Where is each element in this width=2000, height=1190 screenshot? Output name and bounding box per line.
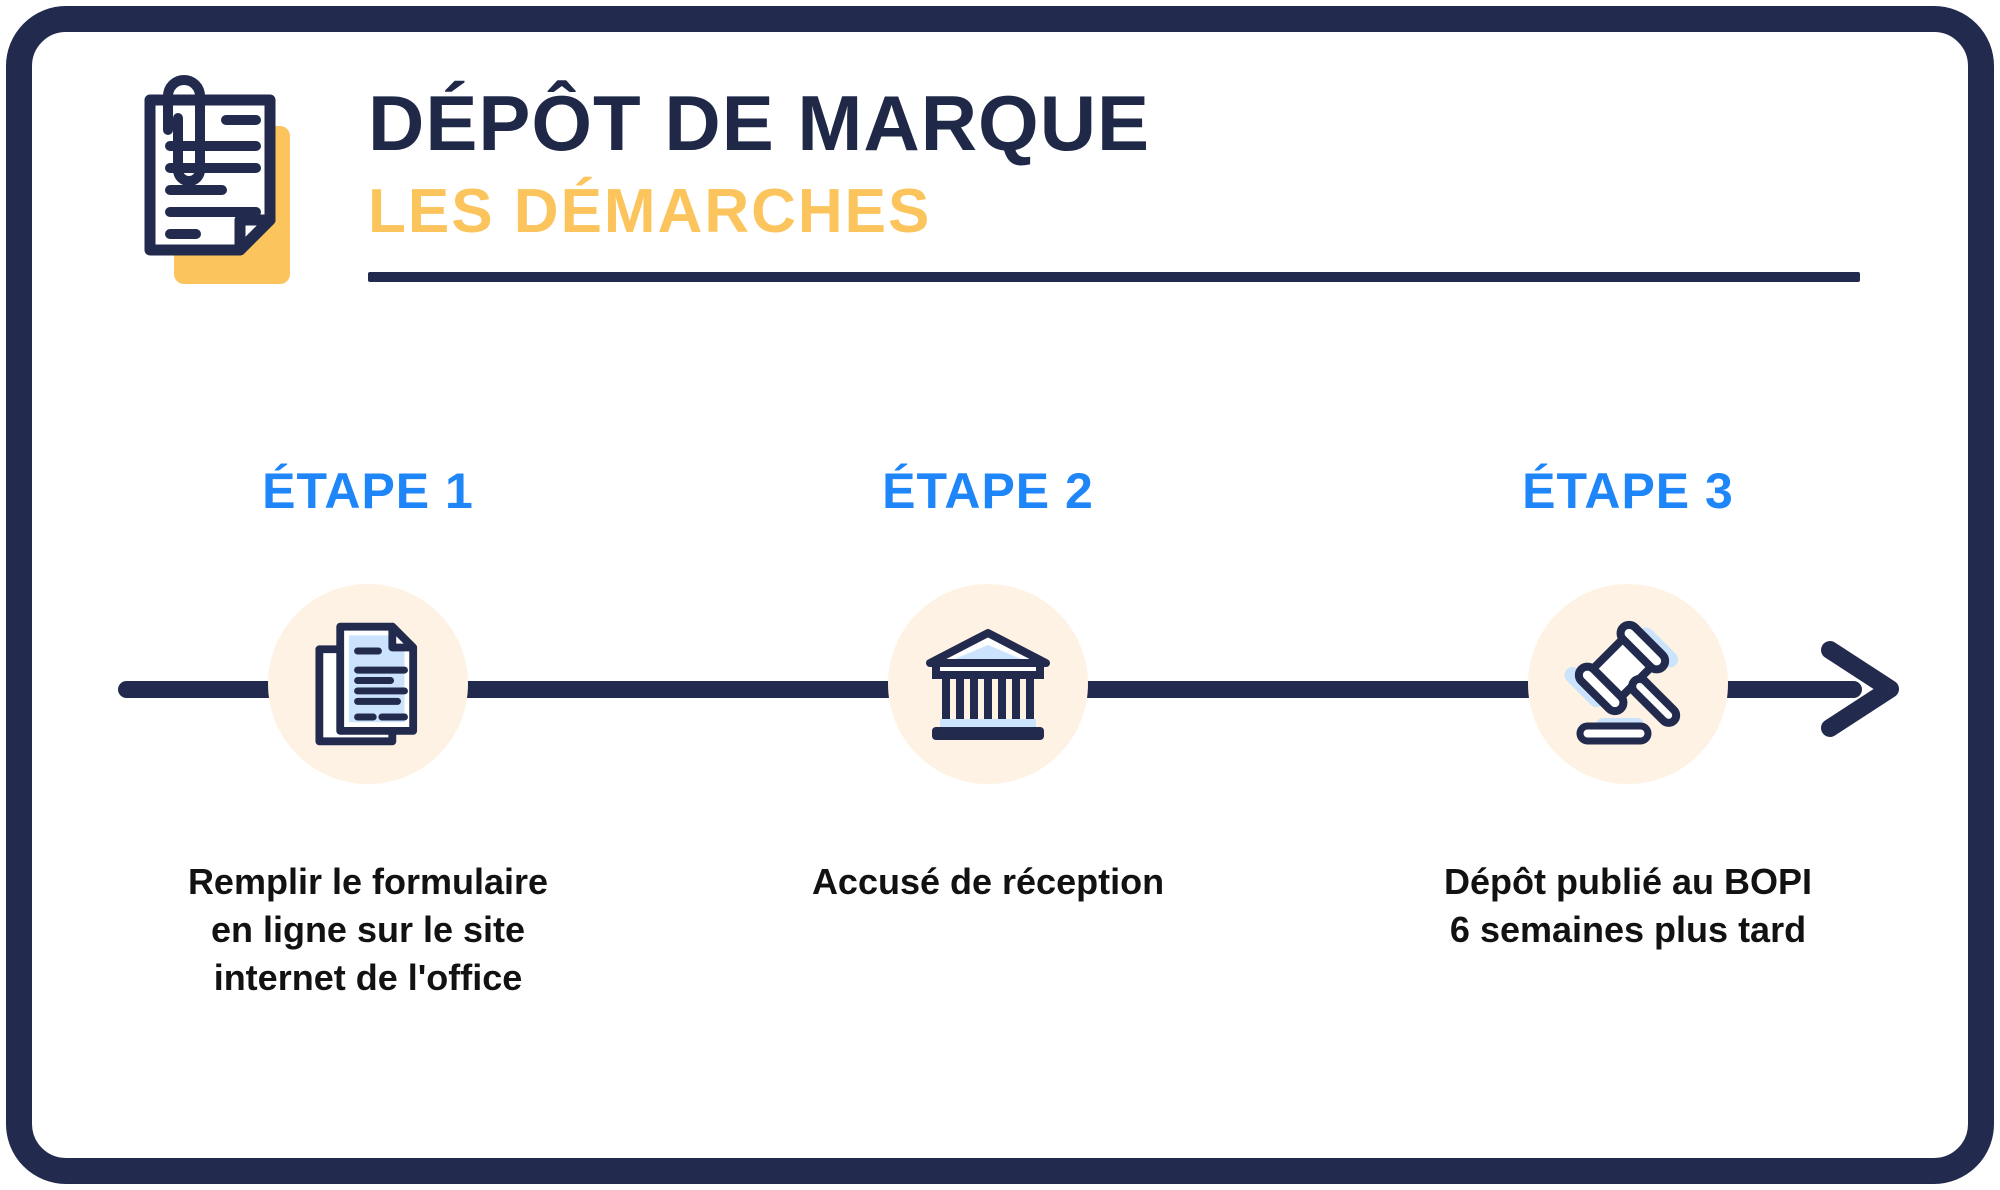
step-2-description: Accusé de réception: [728, 858, 1248, 906]
step-2-circle: [888, 584, 1088, 784]
step-1-label: ÉTAPE 1: [262, 463, 474, 519]
step-1-description-line: en ligne sur le site: [210, 909, 526, 950]
step-3-circle: [1528, 584, 1728, 784]
step-1-circle: [268, 584, 468, 784]
step-3-description: Dépôt publié au BOPI 6 semaines plus tar…: [1368, 858, 1888, 954]
gavel-icon: [1564, 620, 1681, 745]
documents-icon: [315, 622, 418, 746]
arrow-right-icon: [1821, 641, 1899, 737]
step-3-description-line: Dépôt publié au BOPI: [1443, 861, 1812, 902]
step-1-description: Remplir le formulaire en ligne sur le si…: [108, 858, 628, 1002]
bank-icon: [926, 629, 1050, 740]
step-2-description-line: Accusé de réception: [811, 861, 1165, 902]
step-3-description-line: 6 semaines plus tard: [1449, 909, 1807, 950]
step-1-description-line: internet de l'office: [213, 957, 523, 998]
page-subtitle: LES DÉMARCHES: [368, 177, 932, 246]
header-divider: [368, 272, 1860, 282]
step-3-label: ÉTAPE 3: [1522, 463, 1734, 519]
step-2-label: ÉTAPE 2: [882, 463, 1094, 519]
step-1-description-line: Remplir le formulaire: [187, 861, 549, 902]
document-paperclip-icon: [144, 75, 290, 284]
page-title: DÉPÔT DE MARQUE: [368, 79, 1151, 167]
